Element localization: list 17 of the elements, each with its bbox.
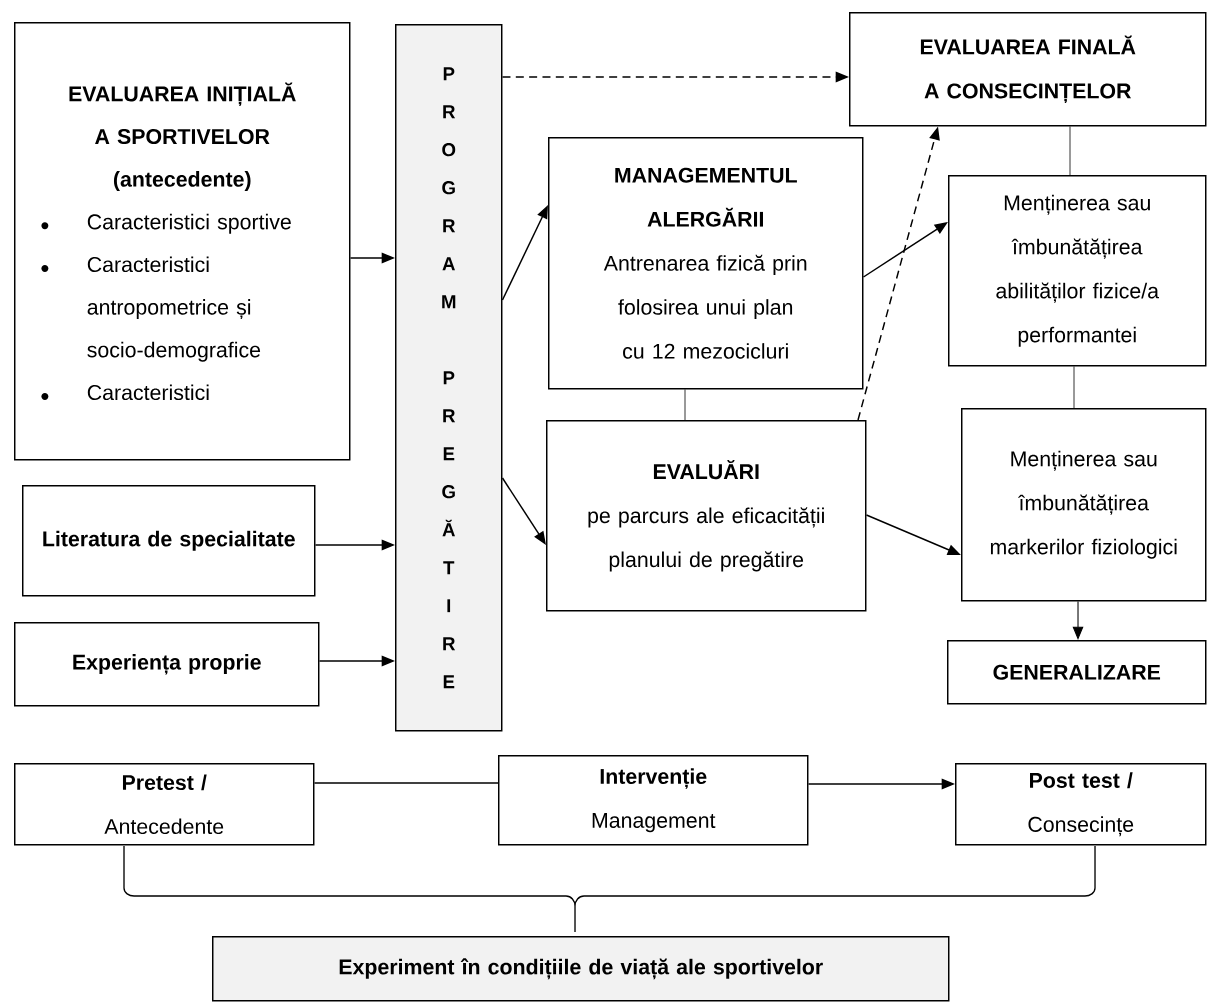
process-box: Intervenție Management [498, 755, 809, 846]
arrow [501, 477, 546, 545]
process-box: MANAGEMENTUL ALERGĂRII Antrenarea fizică prin folosirea unui plan cu 12 mezocicluri [548, 137, 864, 390]
arrow [862, 222, 948, 278]
vertical-program-bar: PROGRAM PREGĂTIRE [395, 24, 503, 732]
process-box: Menținerea sau îmbunătățirea markerilor fiziologici [961, 408, 1207, 602]
process-box: Post test / Consecințe [955, 763, 1207, 846]
process-box: EVALUĂRI pe parcurs ale eficacității planului de pregătire [546, 420, 867, 612]
process-box: Pretest / Antecedente [14, 763, 315, 846]
process-box: GENERALIZARE [947, 640, 1207, 705]
process-box: Menținerea sau îmbunătățirea abilităților fizice/a performantei [948, 175, 1207, 367]
process-box: Literatura de specialitate [22, 485, 316, 597]
arrow [1072, 600, 1084, 640]
process-box: Experiment în condițiile de viață ale sportivelor [212, 936, 950, 1002]
process-box: EVALUAREA FINALĂ A CONSECINȚELOR [849, 12, 1207, 127]
process-box: Experiența proprie [14, 622, 320, 707]
evaluation-box: EVALUAREA INIȚIALĂ A SPORTIVELOR (antecedente) Caracteristici sportive Caracteristici antropometrice și socio-demografice Caracteristici [14, 22, 351, 461]
